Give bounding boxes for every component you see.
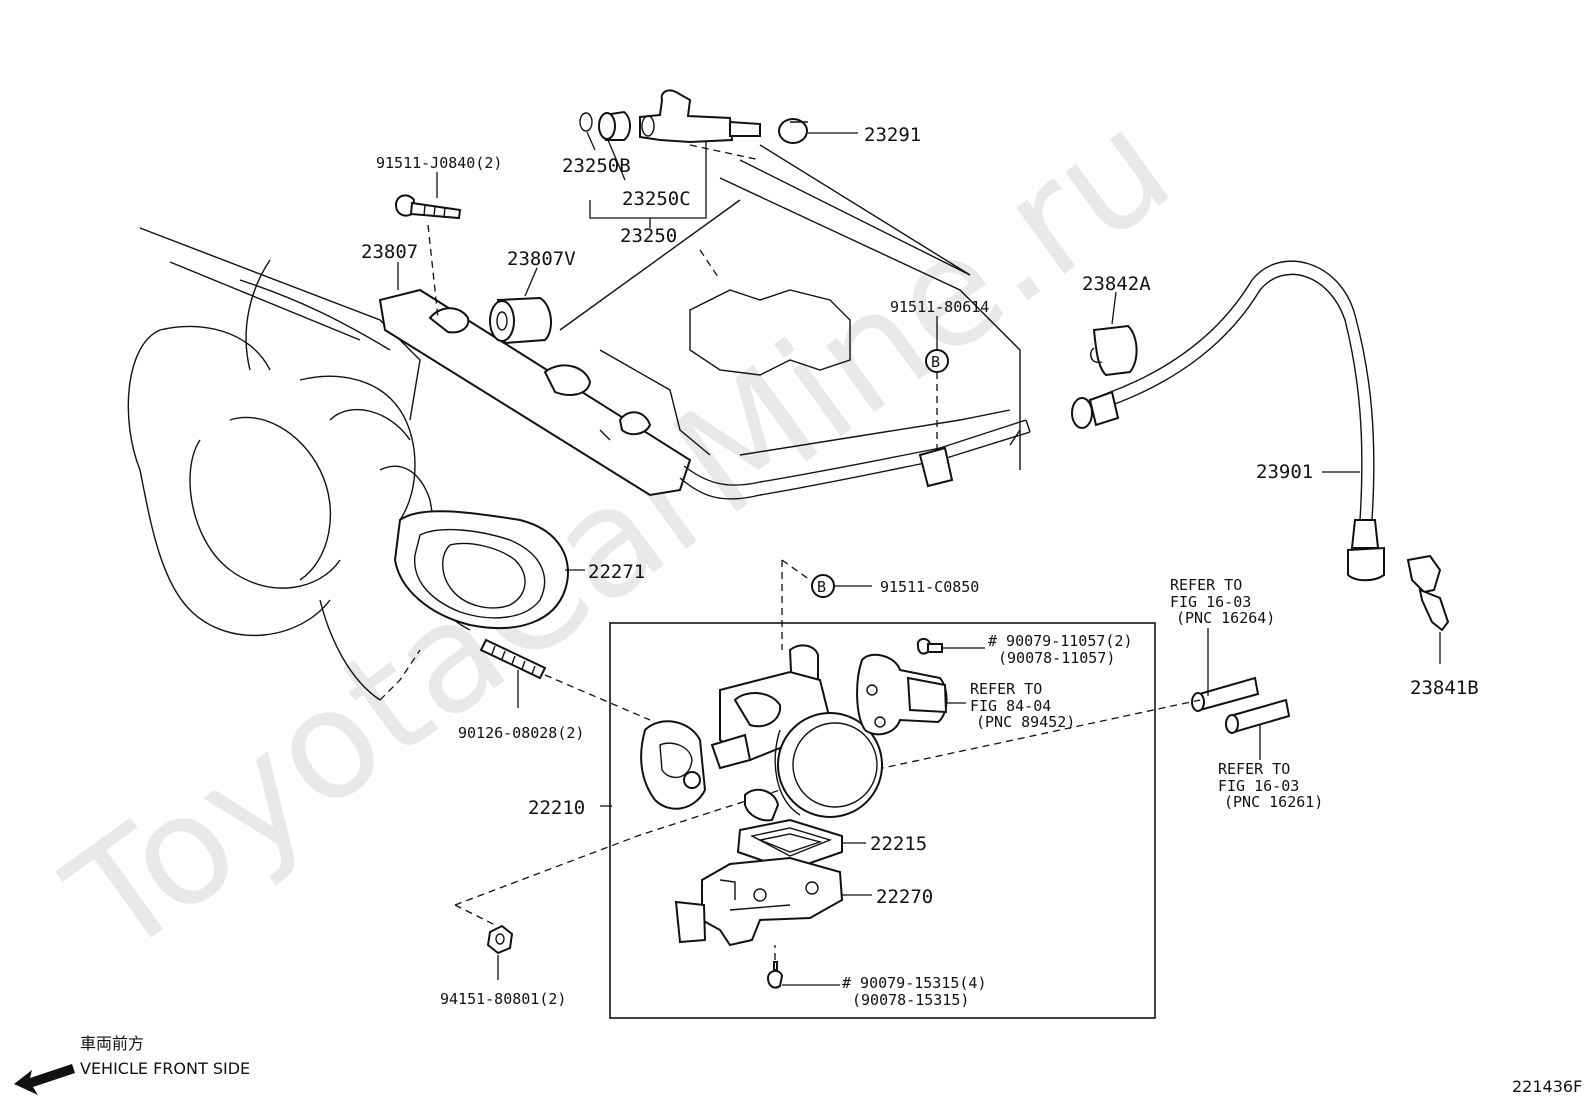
svg-text:(PNC 16261): (PNC 16261) [1224, 793, 1323, 811]
label-23841B: 23841B [1410, 677, 1479, 699]
callout-b-lower: B [811, 574, 835, 598]
label-90079-15315-line2: (90078-15315) [852, 991, 969, 1009]
svg-text:FIG 84-04: FIG 84-04 [970, 697, 1051, 715]
label-23291: 23291 [864, 124, 921, 146]
label-23250C: 23250C [622, 188, 691, 210]
label-94151-80801: 94151-80801(2) [440, 990, 566, 1008]
figure-code: 221436F [1512, 1077, 1582, 1096]
hose-ends-refer [1191, 676, 1291, 734]
label-90126-08028: 90126-08028(2) [458, 724, 584, 742]
clip-23842A [1090, 324, 1138, 377]
label-23807: 23807 [361, 241, 418, 263]
clamp-23841B [1406, 554, 1450, 664]
leader-lines [397, 131, 1360, 807]
label-23901: 23901 [1256, 461, 1313, 483]
gasket-22215 [736, 818, 843, 872]
watermark: ToyotaCarMine.ru [38, 78, 1201, 990]
isc-valve-22270 [674, 856, 844, 947]
direction-en: VEHICLE FRONT SIDE [80, 1059, 250, 1078]
screw-90079-11057 [916, 638, 943, 655]
svg-text:FIG 16-03: FIG 16-03 [1218, 777, 1299, 795]
arrow-left-icon [14, 1064, 75, 1095]
fuel-line-tube [679, 419, 1031, 500]
svg-text:(PNC 16264): (PNC 16264) [1176, 609, 1275, 627]
label-22271: 22271 [588, 561, 645, 583]
insulator-23807V [489, 296, 552, 345]
label-23250B: 23250B [562, 155, 631, 177]
label-22210: 22210 [528, 797, 585, 819]
injector-set-23250 [579, 89, 808, 144]
refer-note-fig-16-03-pnc-16264: REFER TO FIG 16-03 (PNC 16264) [1170, 576, 1275, 627]
fuel-rail-23807 [378, 288, 692, 497]
label-91511-J0840: 91511-J0840(2) [376, 154, 502, 172]
stud-90126-08028 [479, 638, 547, 680]
label-23807V: 23807V [507, 248, 576, 270]
svg-text:(PNC 89452): (PNC 89452) [976, 713, 1075, 731]
throttle-body-22210 [640, 644, 883, 822]
gasket-22271 [393, 510, 569, 630]
throttle-position-sensor [856, 653, 948, 736]
bolt-91511-J0840 [394, 194, 462, 220]
svg-text:REFER TO: REFER TO [970, 680, 1042, 698]
label-22270: 22270 [876, 886, 933, 908]
nut-94151-80801 [486, 924, 514, 955]
svg-text:REFER TO: REFER TO [1218, 760, 1290, 778]
label-23842A: 23842A [1082, 273, 1151, 295]
refer-note-fig-84-04: REFER TO FIG 84-04 (PNC 89452) [970, 680, 1075, 731]
label-91511-80614: 91511-80614 [890, 298, 989, 316]
callout-b-upper: B [925, 349, 949, 373]
label-22215: 22215 [870, 833, 927, 855]
direction-jp: 車両前方 [80, 1034, 144, 1053]
engine-cover-drawing [559, 159, 1021, 470]
vehicle-front-direction: 車両前方 VEHICLE FRONT SIDE [14, 1034, 250, 1095]
fuel-hose-23901 [1071, 260, 1385, 582]
label-91511-C0850: 91511-C0850 [880, 578, 979, 596]
label-23250: 23250 [620, 225, 677, 247]
svg-text:B: B [817, 578, 826, 596]
svg-text:REFER TO: REFER TO [1170, 576, 1242, 594]
svg-text:B: B [931, 353, 940, 371]
refer-note-fig-16-03-pnc-16261: REFER TO FIG 16-03 (PNC 16261) [1218, 760, 1323, 811]
label-90079-11057-line2: (90078-11057) [998, 649, 1115, 667]
svg-text:FIG 16-03: FIG 16-03 [1170, 593, 1251, 611]
label-90079-15315-line1: # 90079-15315(4) [842, 974, 987, 992]
throttle-body-frame [609, 622, 1156, 1019]
label-90079-11057-line1: # 90079-11057(2) [988, 632, 1133, 650]
screw-90079-15315 [766, 961, 784, 989]
